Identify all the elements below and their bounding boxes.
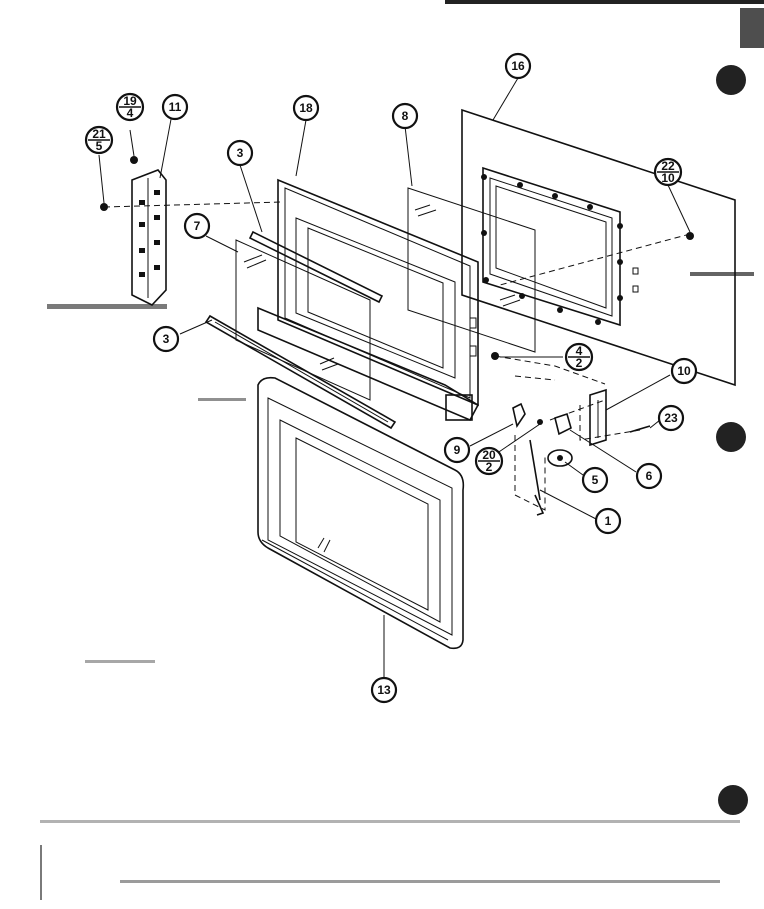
- callout-3: 3: [152, 325, 180, 353]
- callout-9: 9: [443, 436, 471, 464]
- trim-strip-3-lower: [204, 314, 397, 430]
- door-liner-18: [257, 178, 480, 422]
- screws: [100, 156, 694, 360]
- hinge-hardware: [512, 388, 651, 516]
- hinge-bracket-11: [131, 169, 167, 306]
- callout-label: 3: [163, 332, 170, 346]
- fraction-top: 22: [661, 159, 675, 173]
- callout-1: 1: [594, 507, 622, 535]
- fraction-callout-21-5: 215: [84, 125, 114, 155]
- fraction-callout-20-2: 202: [474, 446, 504, 476]
- fraction-top: 19: [123, 94, 137, 108]
- callout-11: 11: [161, 93, 189, 121]
- fraction-bottom: 2: [486, 460, 493, 474]
- fraction-bottom: 5: [96, 139, 103, 153]
- callout-10: 10: [670, 357, 698, 385]
- callout-label: 6: [646, 469, 653, 483]
- callout-label: 8: [402, 109, 409, 123]
- outer-panel-16: [461, 108, 736, 387]
- fraction-callout-4-2: 42: [564, 342, 594, 372]
- callout-3: 3: [226, 139, 254, 167]
- fraction-bottom: 10: [661, 171, 675, 185]
- callout-6: 6: [635, 462, 663, 490]
- callout-8: 8: [391, 102, 419, 130]
- callout-label: 23: [664, 411, 678, 425]
- callout-label: 7: [194, 219, 201, 233]
- callout-16: 16: [504, 52, 532, 80]
- callout-label: 9: [454, 443, 461, 457]
- callout-label: 11: [169, 100, 182, 114]
- scan-artifacts: [40, 0, 764, 900]
- callout-18: 18: [292, 94, 320, 122]
- callout-label: 10: [677, 364, 691, 378]
- callout-label: 1: [605, 514, 612, 528]
- callout-label: 18: [299, 101, 313, 115]
- leader-lines: [98, 77, 691, 680]
- callout-layer: 16 11 18 8 3 7 3 10 23 9 5 6 1 13: [152, 52, 698, 704]
- callout-label: 5: [592, 473, 599, 487]
- trim-strip-3-upper: [248, 230, 384, 304]
- callout-23: 23: [657, 404, 685, 432]
- callout-label: 3: [237, 146, 244, 160]
- callout-5: 5: [581, 466, 609, 494]
- fraction-top: 4: [576, 344, 583, 358]
- assembly-lines: [103, 201, 691, 511]
- callout-13: 13: [370, 676, 398, 704]
- fraction-bottom: 2: [576, 356, 583, 370]
- fraction-bottom: 4: [127, 106, 134, 120]
- callout-7: 7: [183, 212, 211, 240]
- front-door-13: [257, 376, 465, 650]
- fraction-top: 20: [482, 448, 496, 462]
- fraction-callout-19-4: 194: [115, 92, 145, 122]
- glass-pane-7: [235, 239, 371, 401]
- fraction-top: 21: [92, 127, 106, 141]
- callout-label: 16: [511, 59, 525, 73]
- callout-label: 13: [377, 683, 391, 697]
- glass-pane-8: [407, 187, 536, 353]
